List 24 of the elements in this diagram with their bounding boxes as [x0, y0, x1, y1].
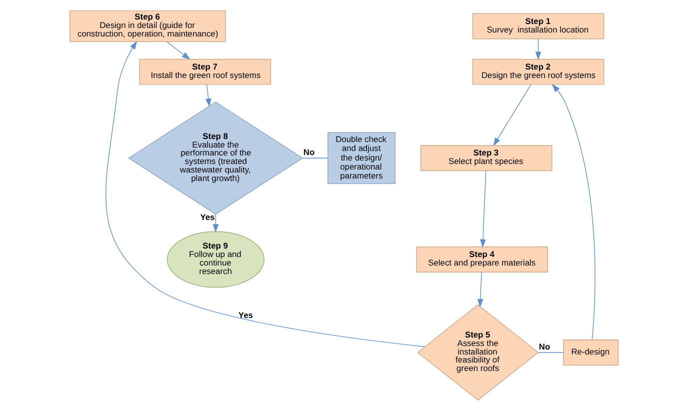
node-box: Step 1 Survey installation location — [472, 13, 604, 40]
arrow — [535, 38, 542, 60]
arrow — [477, 272, 484, 308]
edge-label: No — [538, 341, 550, 352]
node-ellipse: Step 9 Follow up and continue research — [166, 231, 264, 288]
node-box: Step 2 Design the green roof systems — [472, 58, 604, 85]
node-box: Double check and adjust the design/ operational parameters — [328, 132, 396, 184]
node-diamond: Step 8 Evaluate the performance of the systems (treated wastewater quality, plant growth) — [128, 102, 304, 215]
arrow — [105, 40, 425, 348]
node-diamond: Step 5 Assess the installation feasibility of green roofs — [417, 304, 539, 401]
node-box: Step 3 Select plant species — [420, 145, 552, 172]
node-box: Re-design — [563, 340, 619, 366]
arrow — [480, 170, 486, 248]
node-box: Step 4 Select and prepare materials — [416, 246, 548, 272]
arrow — [552, 84, 596, 340]
edge-label: No — [303, 147, 315, 158]
arrow — [205, 84, 212, 108]
connector — [538, 352, 564, 353]
arrow — [166, 42, 190, 60]
arrow — [493, 84, 532, 146]
node-box: Step 7 Install the green roof systems — [139, 58, 272, 85]
arrow — [212, 214, 219, 233]
node-box: Step 6 Design in detail (guide for construction, operation, maintenance) — [69, 10, 226, 42]
edge-label: Yes — [238, 310, 253, 320]
